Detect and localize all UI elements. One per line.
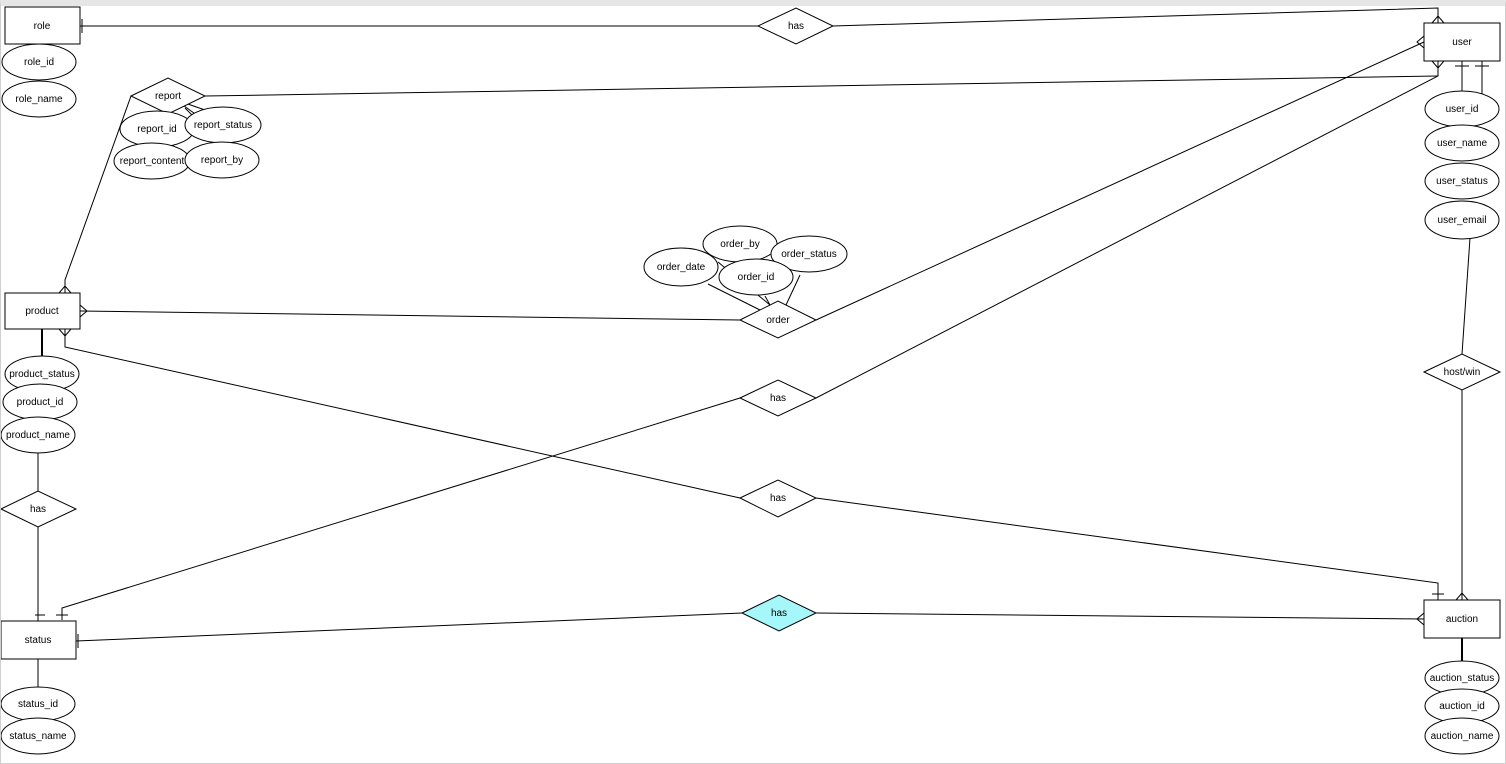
rel-report-label: report [155, 91, 181, 102]
connectors [35, 7, 1489, 688]
attr-user-name[interactable]: user_name [1424, 124, 1500, 162]
attr-report-by-label: report_by [201, 155, 243, 166]
rel-product-status-has-label: has [30, 504, 46, 515]
attr-user-email-label: user_email [1438, 215, 1487, 226]
rel-host-win[interactable]: host/win [1422, 353, 1502, 391]
attr-report-by[interactable]: report_by [184, 141, 260, 179]
line-report-product [64, 95, 132, 293]
mark-many-product-right [79, 304, 88, 318]
attr-product-name-label: product_name [6, 430, 70, 441]
attr-status-name[interactable]: status_name [0, 717, 76, 755]
attr-report-id[interactable]: report_id [119, 110, 195, 148]
entities: role user product status auction [0, 6, 1501, 660]
rel-user-status-has-label: has [770, 393, 786, 404]
attr-role-name[interactable]: role_name [1, 80, 77, 118]
attr-order-id-label: order_id [738, 272, 775, 283]
line-has-auction-2 [815, 612, 1425, 620]
entity-status[interactable]: status [0, 620, 77, 660]
attr-report-status-label: report_status [194, 120, 252, 131]
rel-order[interactable]: order [738, 300, 818, 339]
line-order-status [785, 274, 801, 306]
entity-status-label: status [25, 635, 52, 646]
entity-role[interactable]: role [4, 6, 81, 45]
line-product-order [79, 310, 741, 321]
rel-role-user-has[interactable]: has [756, 7, 835, 45]
attr-auction-status-label: auction_status [1430, 673, 1495, 684]
rel-product-status-has[interactable]: has [0, 490, 78, 528]
line-has-status [61, 397, 741, 620]
mark-many-user-bottom [1431, 60, 1445, 69]
attr-order-status[interactable]: order_status [770, 235, 848, 273]
line-status-has [75, 612, 743, 642]
line-order-id [764, 295, 771, 306]
attr-auction-id-label: auction_id [1439, 701, 1485, 712]
rel-product-auction-has[interactable]: has [738, 479, 818, 518]
attr-auction-name-label: auction_name [1431, 731, 1494, 742]
attr-report-id-label: report_id [137, 124, 176, 135]
attr-user-name-label: user_name [1437, 138, 1487, 149]
rel-order-label: order [766, 315, 790, 326]
line-has-auction [815, 497, 1439, 600]
attr-user-id[interactable]: user_id [1424, 90, 1500, 128]
attr-user-status-label: user_status [1436, 176, 1488, 187]
line-order-user [815, 41, 1425, 321]
entity-user-label: user [1452, 37, 1472, 48]
attr-status-id[interactable]: status_id [0, 686, 76, 722]
attr-role-name-label: role_name [15, 94, 63, 105]
attr-product-status-label: product_status [9, 369, 75, 380]
attr-user-email[interactable]: user_email [1424, 200, 1500, 240]
line-product-has [64, 329, 741, 499]
attr-user-status[interactable]: user_status [1424, 162, 1500, 200]
rel-status-auction-has[interactable]: has [740, 594, 818, 632]
attr-report-content-label: report_content [120, 156, 185, 167]
attr-role-id[interactable]: role_id [1, 43, 77, 81]
entity-role-label: role [34, 21, 51, 32]
attr-report-content[interactable]: report_content [113, 142, 191, 180]
mark-many-user-left [1416, 35, 1425, 49]
attr-order-id[interactable]: order_id [718, 258, 794, 296]
attr-order-date[interactable]: order_date [643, 247, 719, 287]
rel-product-auction-has-label: has [770, 493, 786, 504]
attr-order-by[interactable]: order_by [702, 225, 778, 263]
line-report-user [204, 75, 1439, 97]
rel-host-win-label: host/win [1444, 367, 1481, 378]
attr-product-id[interactable]: product_id [2, 383, 78, 421]
attr-order-by-label: order_by [720, 239, 759, 250]
entity-product-label: product [25, 306, 59, 317]
attr-report-status[interactable]: report_status [184, 106, 262, 144]
attr-status-name-label: status_name [9, 731, 67, 742]
mark-many-product-bottom [58, 328, 72, 337]
line-order-date [707, 283, 761, 311]
rel-report[interactable]: report [129, 77, 207, 115]
entity-user[interactable]: user [1423, 22, 1501, 62]
entity-auction-label: auction [1446, 614, 1478, 625]
mark-many-product-top [58, 285, 72, 294]
mark-many-auction-left [1416, 612, 1425, 626]
rel-user-status-has[interactable]: has [738, 379, 818, 417]
attr-role-id-label: role_id [24, 57, 54, 68]
line-has-user [832, 7, 1439, 27]
attr-product-name[interactable]: product_name [0, 416, 76, 454]
entity-product[interactable]: product [4, 292, 81, 330]
mark-many-auction-top [1455, 592, 1469, 601]
rel-role-user-has-label: has [788, 21, 804, 32]
attr-order-status-label: order_status [781, 249, 837, 260]
attr-product-id-label: product_id [17, 397, 64, 408]
attr-status-id-label: status_id [18, 699, 58, 710]
attr-auction-name[interactable]: auction_name [1424, 717, 1500, 755]
attr-user-id-label: user_id [1446, 104, 1479, 115]
attr-order-date-label: order_date [657, 262, 706, 273]
line-user-has [815, 61, 1439, 399]
rel-status-auction-has-label: has [771, 608, 787, 619]
attributes: role_id role_name report_id report_statu… [0, 43, 1500, 755]
entity-auction[interactable]: auction [1423, 599, 1501, 639]
line-user-hostwin [1461, 237, 1471, 355]
relationships: has report order has has has has host/w [0, 7, 1502, 632]
mark-many-user-top [1431, 15, 1445, 24]
